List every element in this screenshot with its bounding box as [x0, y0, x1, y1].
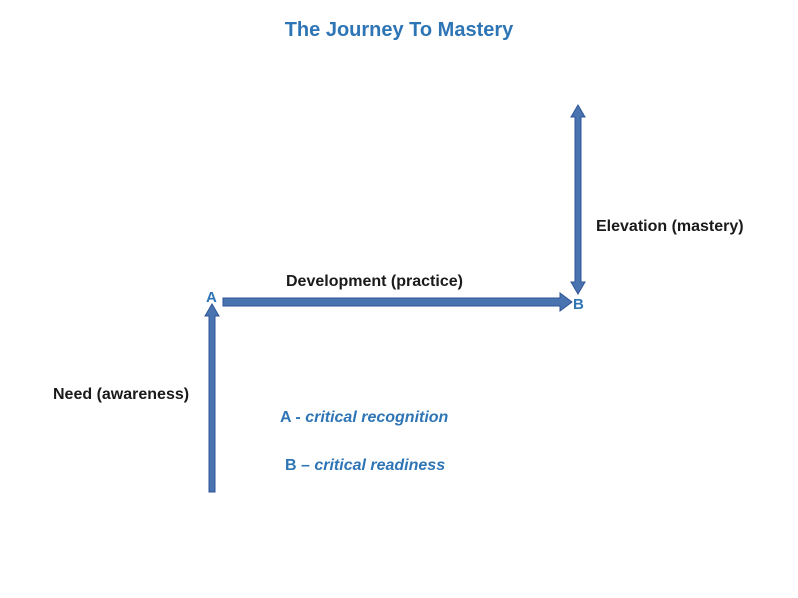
legend-item-a: A - critical recognition [280, 410, 448, 426]
point-a-label: A [206, 289, 217, 306]
legend-a-text: critical recognition [305, 409, 449, 426]
legend-b-key: B – [285, 457, 315, 474]
need-label: Need (awareness) [53, 386, 190, 403]
legend-item-b: B – critical readiness [285, 458, 445, 474]
development-label: Development (practice) [286, 273, 463, 290]
legend-a-key: A - [280, 409, 306, 426]
elevation-arrow [570, 104, 586, 295]
need-arrow [204, 303, 220, 493]
legend-b-text: critical readiness [314, 457, 446, 474]
elevation-label: Elevation (mastery) [596, 218, 744, 235]
diagram-title: The Journey To Mastery [284, 19, 514, 41]
development-arrow [222, 292, 573, 312]
point-b-label: B [573, 296, 584, 313]
